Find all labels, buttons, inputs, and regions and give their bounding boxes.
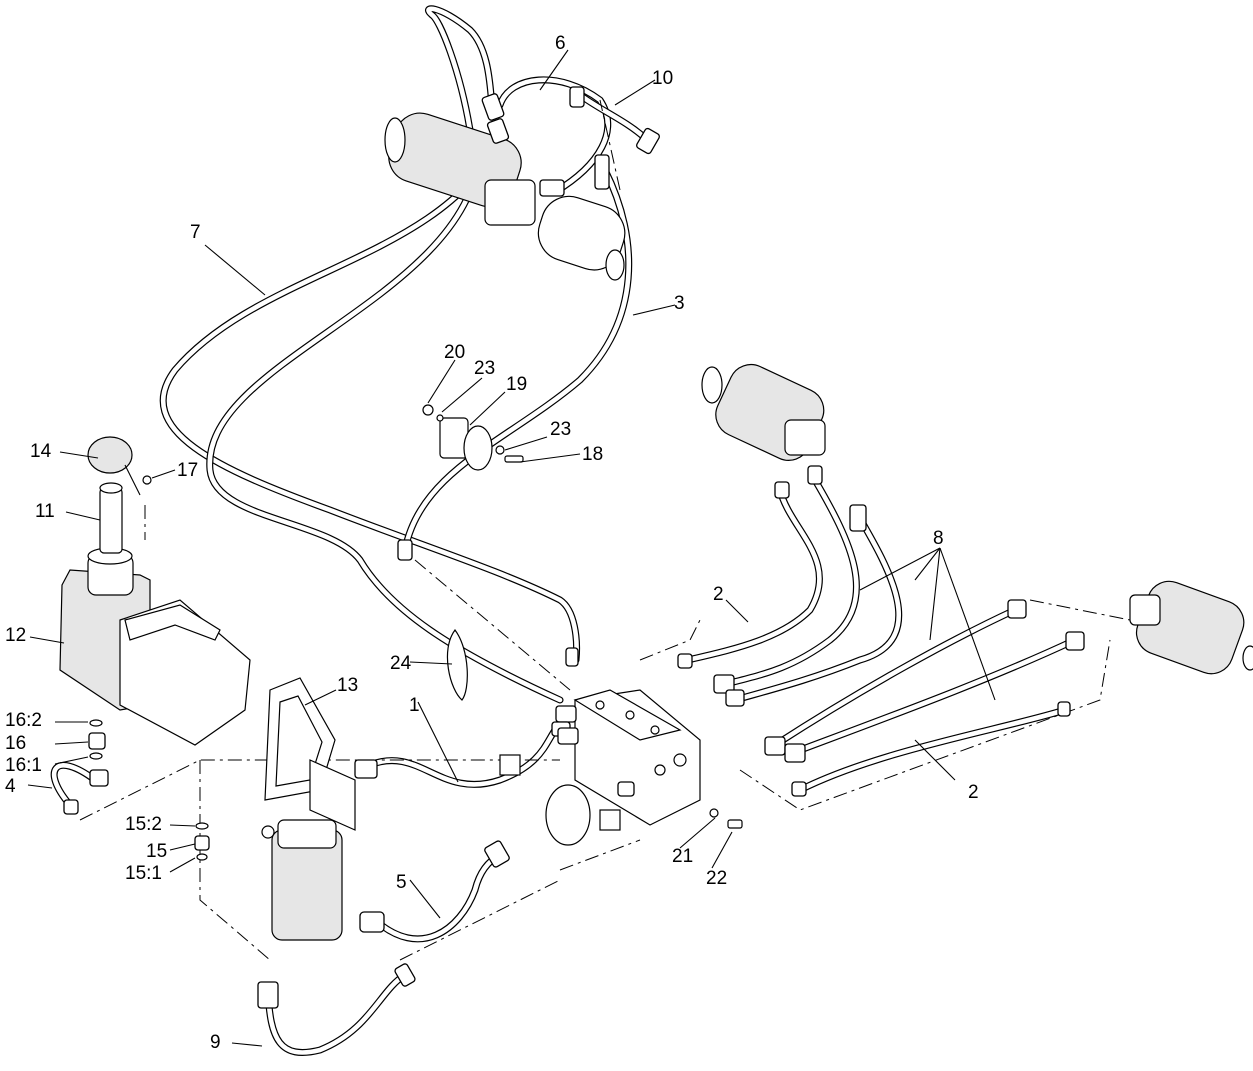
callout-15-1: 15:1: [125, 863, 162, 884]
callout-16-1: 16:1: [5, 755, 42, 776]
callout-2-upper: 2: [713, 584, 724, 605]
callout-8: 8: [933, 528, 944, 549]
callout-23-upper: 23: [474, 358, 495, 379]
callout-13: 13: [337, 675, 358, 696]
callout-11: 11: [35, 501, 55, 522]
callout-16-2: 16:2: [5, 710, 42, 731]
callout-20: 20: [444, 342, 465, 363]
leader-lines: [27, 49, 996, 1047]
callout-18: 18: [582, 444, 603, 465]
callout-9: 9: [210, 1032, 221, 1053]
hose-10: [576, 91, 649, 142]
callout-16: 16: [5, 733, 26, 754]
hose-fittings: [63, 539, 1085, 1009]
hose-top-loop: [424, 5, 496, 134]
hoses-right-motor-lower: [771, 606, 1079, 794]
right-motor-lower: [1129, 580, 1253, 675]
callout-19: 19: [506, 374, 527, 395]
callout-labels: 1 2 2 3 4 5 6 7 8 9 10 11 12 13 14 15 15…: [5, 33, 979, 1053]
filter-assembly: [261, 759, 356, 941]
callout-4: 4: [5, 776, 16, 797]
manifold-block: [499, 689, 743, 846]
callout-1: 1: [409, 695, 420, 716]
hose-3: [401, 166, 633, 554]
callout-5: 5: [396, 872, 407, 893]
callout-7: 7: [190, 222, 201, 243]
hose-5: [371, 851, 504, 943]
clamp-assembly: [422, 404, 524, 471]
hose-9: [264, 971, 409, 1056]
right-motor-upper: [701, 363, 867, 532]
callout-10: 10: [652, 68, 673, 89]
callout-22: 22: [706, 868, 727, 889]
hoses-right-motor-upper: [684, 476, 903, 704]
callout-24: 24: [390, 653, 412, 674]
callout-3: 3: [674, 293, 685, 314]
top-pump-assembly: [384, 86, 660, 281]
callout-6: 6: [555, 33, 566, 54]
small-parts: [88, 719, 210, 861]
callout-15-2: 15:2: [125, 814, 162, 835]
callout-21: 21: [672, 846, 693, 867]
callout-2-lower: 2: [968, 782, 979, 803]
callout-12: 12: [5, 625, 26, 646]
hose-4: [50, 761, 99, 809]
callout-14: 14: [30, 441, 52, 462]
hose-group: [50, 5, 1079, 1056]
callout-15: 15: [146, 841, 167, 862]
routing-lines: [79, 99, 1131, 961]
callout-23-lower: 23: [550, 419, 571, 440]
reservoir-tank: [59, 547, 251, 746]
callout-17: 17: [177, 460, 198, 481]
cable-strap: [446, 628, 468, 701]
filler-cap: [87, 436, 152, 554]
hose-7: [159, 136, 581, 664]
hose-long-right: [206, 146, 564, 704]
hose-1: [366, 726, 559, 788]
